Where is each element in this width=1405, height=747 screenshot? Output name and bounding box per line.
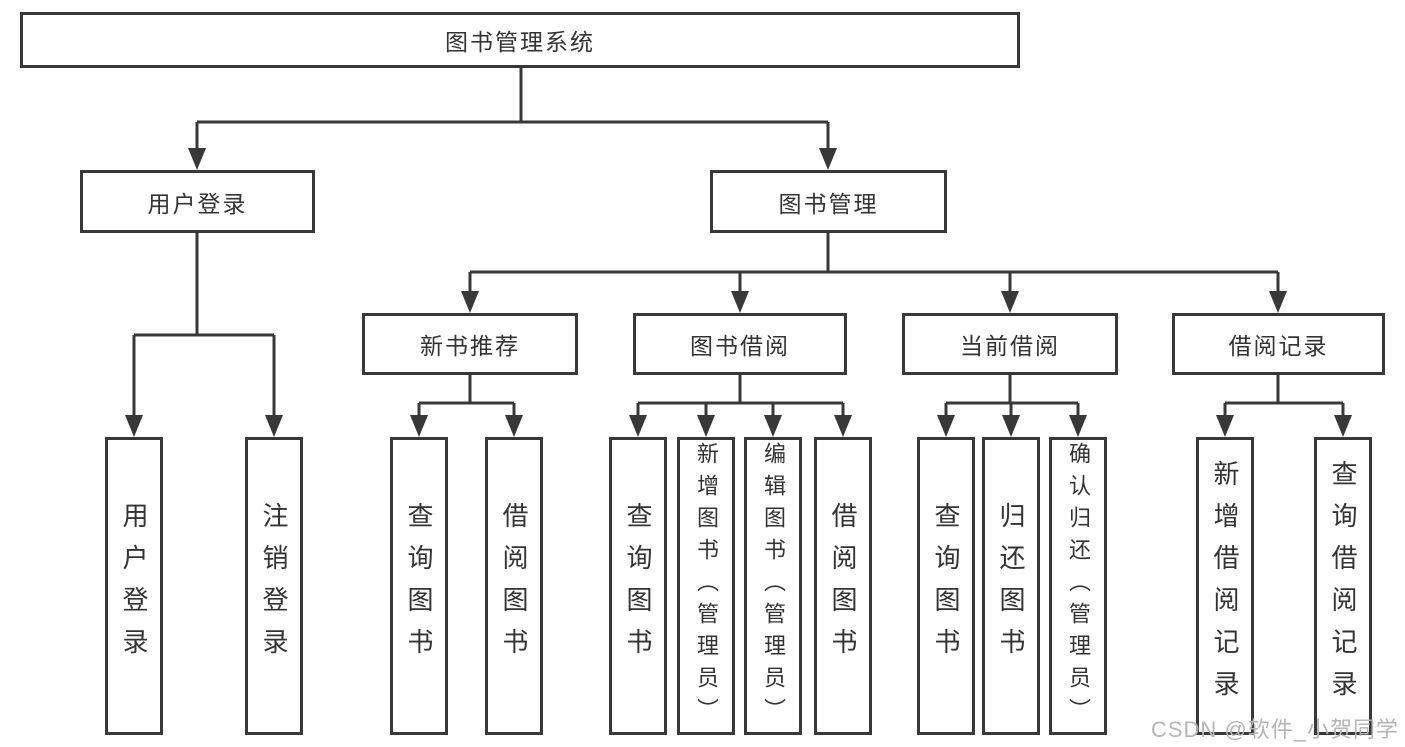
leaf-add-book-admin: 新增图书（管理员）: [677, 437, 735, 735]
node-root-library-management-system: 图书管理系统: [20, 12, 1020, 68]
leaf-logout: 注销登录: [245, 437, 303, 735]
node-current-borrowing: 当前借阅: [902, 313, 1118, 375]
leaf-borrow-books-borrowing: 借阅图书: [814, 437, 872, 735]
node-book-borrowing: 图书借阅: [633, 313, 847, 375]
leaf-add-borrow-record: 新增借阅记录: [1196, 437, 1254, 735]
node-borrowing-records: 借阅记录: [1172, 313, 1385, 375]
arrowhead-icons: [125, 148, 1352, 437]
node-new-book-recommendation: 新书推荐: [362, 313, 578, 375]
node-book-management: 图书管理: [710, 170, 947, 233]
leaf-borrow-books-recommend: 借阅图书: [485, 437, 543, 735]
leaf-user-login: 用户登录: [105, 437, 163, 735]
leaf-confirm-return-admin: 确认归还（管理员）: [1049, 437, 1107, 735]
node-user-login: 用户登录: [80, 170, 315, 233]
leaf-query-books-current: 查询图书: [917, 437, 975, 735]
csdn-watermark: CSDN @软件_小贺同学: [1150, 717, 1399, 742]
leaf-edit-book-admin: 编辑图书（管理员）: [744, 437, 802, 735]
leaf-query-books-recommend: 查询图书: [390, 437, 448, 735]
leaf-return-book: 归还图书: [982, 437, 1040, 735]
leaf-query-books-borrowing: 查询图书: [609, 437, 667, 735]
connector-lines: [132, 68, 1345, 417]
leaf-query-borrow-record: 查询借阅记录: [1314, 437, 1372, 735]
